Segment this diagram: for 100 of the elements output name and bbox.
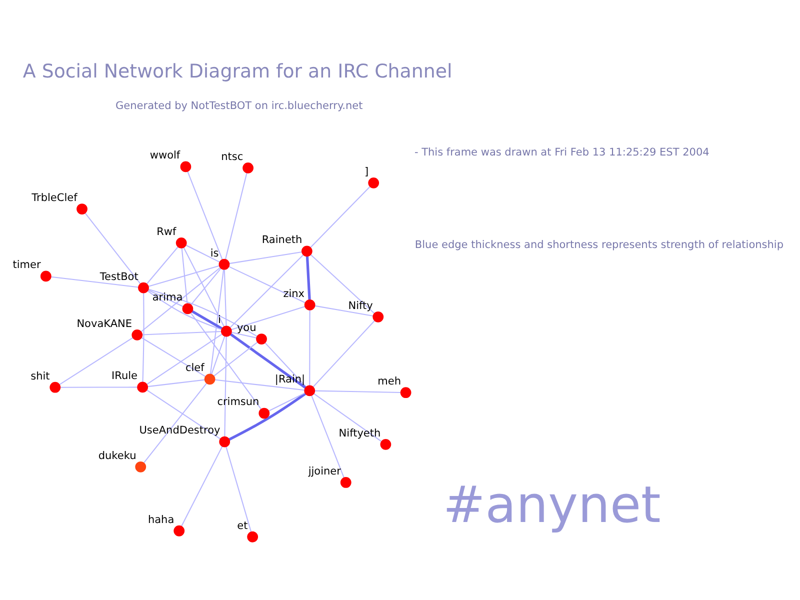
connector (181, 248, 188, 304)
connector (230, 333, 306, 389)
connector (142, 292, 144, 382)
node-circle (340, 477, 352, 488)
node-label: wwolf (150, 150, 180, 162)
label: Blue edge thickness and shortness represents strength of relationship (414, 238, 784, 251)
connector (146, 334, 223, 385)
node-circle (204, 374, 216, 385)
node-circle (50, 382, 61, 393)
node-label: Niftyeth (338, 427, 381, 440)
connector (224, 336, 227, 437)
node-circle (137, 382, 148, 393)
label: Generated by NotTestBOT on irc.bluecherry.net (116, 100, 363, 112)
node-label: haha (148, 514, 174, 526)
connector (84, 212, 141, 284)
connector (268, 392, 306, 412)
node-circle (40, 270, 52, 282)
connector (144, 382, 208, 463)
node-label: Nifty (348, 300, 373, 312)
node-circle (368, 177, 380, 188)
connector (213, 342, 258, 377)
node-label: i (218, 314, 221, 326)
node-label: UseAndDestroy (139, 424, 220, 437)
connector (190, 268, 222, 305)
connector (314, 305, 374, 317)
connector (313, 393, 382, 442)
connector (210, 270, 224, 374)
connector (146, 246, 179, 284)
node-circle (220, 326, 232, 337)
connector (309, 310, 310, 386)
node-label: ] (364, 166, 369, 178)
connector (148, 290, 184, 307)
connector (231, 306, 306, 330)
connector (181, 446, 223, 526)
connector (191, 310, 223, 330)
connector (59, 337, 133, 385)
node-circle (304, 300, 316, 310)
connector (60, 386, 138, 388)
node-circle (258, 408, 270, 419)
node-circle (176, 237, 187, 248)
connector (229, 252, 302, 264)
node-label: jjoiner (308, 465, 341, 478)
node-label: dukeku (98, 450, 136, 462)
connector (224, 269, 227, 326)
connector (210, 336, 226, 375)
node-label: TestBot (100, 270, 138, 283)
node-label: zinx (283, 288, 305, 300)
node-label: TrbleClef (32, 192, 78, 204)
node-label: arima (152, 292, 183, 304)
connector (311, 395, 344, 478)
node-label: ntsc (221, 150, 244, 163)
connector (186, 244, 220, 263)
node-circle (247, 531, 258, 542)
connector (306, 256, 311, 300)
connector (230, 254, 304, 328)
node-circle (301, 246, 312, 257)
label: #anynet (442, 475, 661, 534)
node-label: Raineth (262, 234, 302, 246)
node-circle (180, 161, 192, 172)
connector (148, 288, 258, 337)
connector (51, 276, 139, 288)
node-label: crimsun (217, 396, 260, 408)
node-circle (132, 330, 143, 340)
node-circle (218, 258, 230, 270)
node-circle (135, 461, 146, 472)
node-label: is (210, 247, 219, 260)
connector (142, 330, 222, 336)
node-label: et (237, 520, 248, 532)
connector (228, 266, 306, 304)
connector (310, 186, 370, 248)
connector (148, 265, 220, 287)
node-label: shit (30, 370, 50, 382)
connector (147, 290, 222, 330)
node-label: IRule (112, 370, 138, 382)
connector (140, 267, 220, 332)
connector (314, 390, 401, 394)
node-label: meh (378, 376, 401, 388)
connector (190, 312, 262, 410)
connector (141, 337, 206, 378)
connector (187, 171, 223, 260)
connector (226, 446, 252, 532)
connector (228, 392, 306, 441)
connector (146, 390, 220, 440)
node-label: timer (12, 259, 41, 272)
node-circle (256, 334, 267, 344)
node-circle (242, 162, 254, 174)
connector (231, 332, 257, 338)
connector (224, 172, 248, 260)
node-circle (182, 303, 194, 314)
node-label: you (236, 322, 256, 334)
node-circle (219, 436, 230, 448)
node-label: clef (185, 362, 204, 374)
node-circle (380, 438, 392, 450)
label: - This frame was drawn at Fri Feb 13 11:25:29 EST 2004 (414, 146, 710, 158)
node-circle (400, 387, 412, 398)
node-circle (76, 204, 88, 214)
connector (312, 320, 376, 388)
node-label: NovaKANE (76, 318, 132, 330)
node-circle (138, 282, 149, 294)
connector (310, 254, 375, 314)
